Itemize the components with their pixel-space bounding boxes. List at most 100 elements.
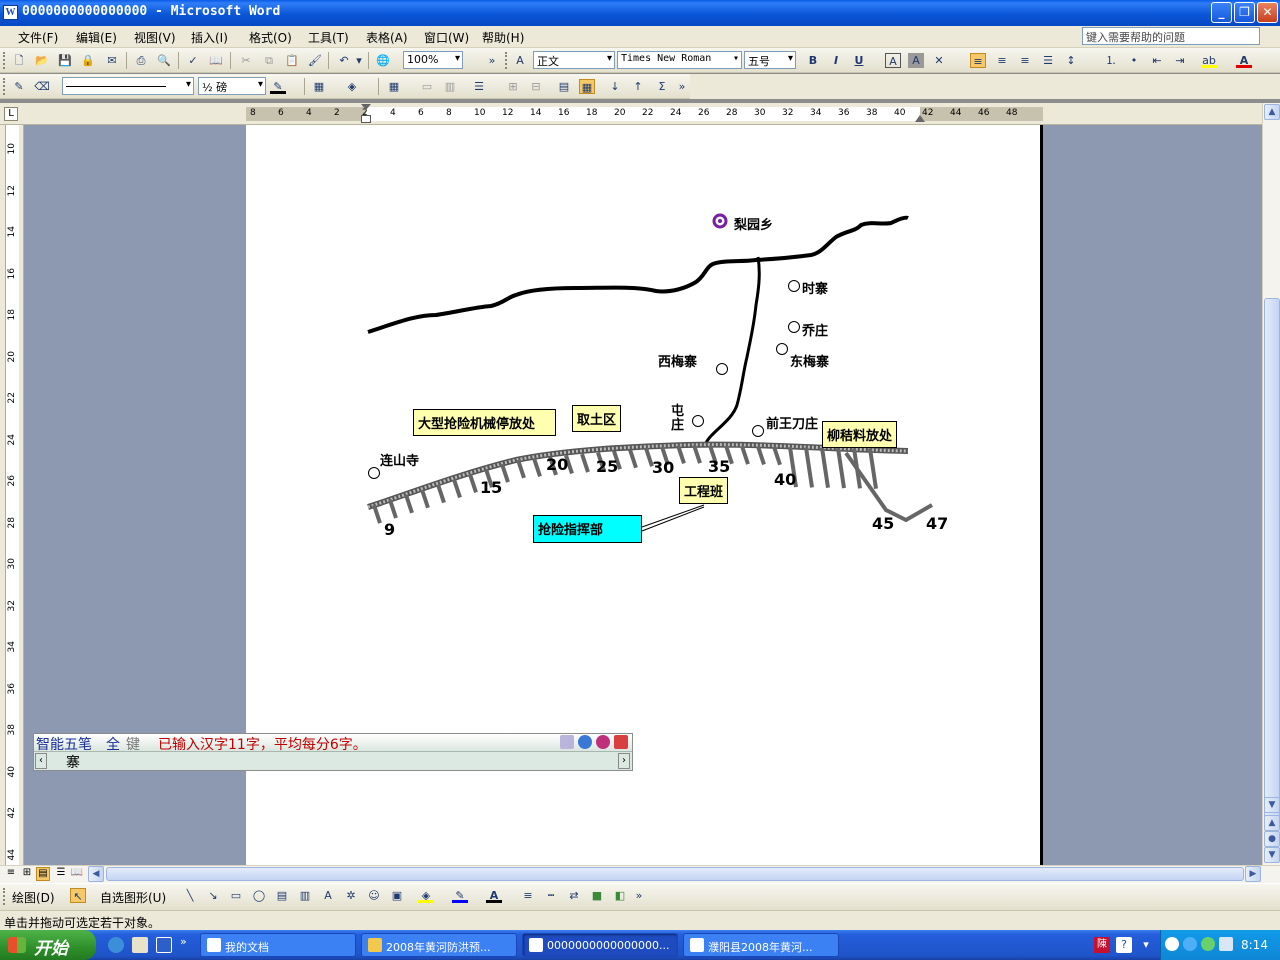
ime-mode[interactable]: 智能五笔	[36, 737, 92, 753]
desktop-quicklaunch-icon[interactable]	[132, 937, 148, 953]
task-word-document[interactable]: 0000000000000000...	[522, 933, 678, 957]
machinery-parking-box[interactable]: 大型抢险机械停放处	[413, 409, 556, 436]
increase-indent-icon[interactable]: ⇥	[1175, 54, 1185, 67]
volume-icon[interactable]	[1219, 937, 1233, 951]
engineering-team-box[interactable]: 工程班	[679, 477, 729, 504]
email-icon[interactable]: ✉	[107, 54, 117, 67]
ime-next-icon[interactable]: ›	[618, 753, 630, 769]
align-cell-icon[interactable]: ☰	[474, 80, 484, 93]
table-autoformat-icon[interactable]: ▤	[558, 80, 570, 93]
print-icon[interactable]: ⎙	[136, 54, 146, 67]
line-weight-select[interactable]: ½ 磅	[198, 77, 266, 95]
ime-full-width[interactable]: 全	[106, 737, 120, 753]
align-left-icon[interactable]: ≡	[970, 53, 986, 68]
ime-prev-icon[interactable]: ‹	[35, 753, 47, 769]
split-cells-icon[interactable]: ▥	[444, 80, 456, 93]
line-spacing-icon[interactable]: ↕	[1066, 54, 1076, 67]
next-page-icon[interactable]: ▼	[1264, 847, 1280, 863]
ime-dict-icon[interactable]	[596, 735, 610, 749]
char-scaling-icon[interactable]: ✕	[934, 54, 944, 67]
cut-icon[interactable]: ✂	[241, 54, 251, 67]
select-objects-icon[interactable]: ↖	[70, 888, 86, 903]
spelling-icon[interactable]: ✓	[188, 54, 198, 67]
web-view-icon[interactable]: ⊞	[22, 867, 32, 878]
left-indent-marker[interactable]	[361, 115, 371, 123]
minimize-button[interactable]: _	[1211, 2, 1232, 23]
previous-page-icon[interactable]: ▲	[1264, 815, 1280, 831]
map-drawing[interactable]	[246, 125, 1040, 865]
draw-font-color-icon[interactable]: A	[486, 888, 502, 903]
select-browse-object-icon[interactable]: ●	[1264, 831, 1280, 847]
bullets-icon[interactable]: •	[1130, 54, 1138, 67]
font-color-icon[interactable]: A	[1236, 53, 1252, 68]
hyperlink-icon[interactable]: 🌐	[376, 54, 390, 67]
network-icon[interactable]	[1183, 937, 1197, 951]
task-word-puyang[interactable]: 濮阳县2008年黄河...	[683, 933, 839, 957]
vertical-textbox-icon[interactable]: ▥	[299, 889, 311, 902]
print-preview-icon[interactable]: 🔍	[157, 54, 171, 67]
horizontal-scroll-thumb[interactable]	[106, 867, 1244, 881]
format-painter-icon[interactable]: 🖌	[308, 54, 322, 67]
save-icon[interactable]: 💾	[58, 54, 72, 67]
vertical-scroll-thumb[interactable]	[1264, 298, 1280, 823]
arrow-icon[interactable]: ↘	[208, 889, 218, 902]
dash-style-icon[interactable]: ┅	[547, 889, 555, 902]
shadow-style-icon[interactable]: ■	[591, 889, 603, 902]
scroll-down-icon[interactable]: ▼	[1264, 797, 1280, 813]
outline-view-icon[interactable]: ☰	[56, 867, 66, 878]
oval-icon[interactable]: ◯	[252, 889, 266, 902]
toolbar-grip[interactable]	[3, 52, 6, 69]
draw-table-icon[interactable]: ✎	[14, 80, 24, 93]
distribute-columns-icon[interactable]: ⊟	[531, 80, 541, 93]
paste-icon[interactable]: 📋	[285, 54, 299, 67]
highlight-icon[interactable]: ab	[1201, 54, 1217, 68]
decrease-indent-icon[interactable]: ⇤	[1152, 54, 1162, 67]
new-document-icon[interactable]: 🗋	[14, 54, 24, 67]
merge-cells-icon[interactable]: ▭	[421, 80, 433, 93]
restore-button[interactable]: ❐	[1234, 2, 1255, 23]
eraser-icon[interactable]: ⌫	[34, 80, 50, 93]
toolbar-grip[interactable]	[3, 78, 6, 95]
help-tray-icon[interactable]: ?	[1116, 937, 1132, 953]
rectangle-icon[interactable]: ▭	[230, 889, 242, 902]
tab-stop-selector[interactable]: L	[4, 107, 18, 121]
research-icon[interactable]: 📖	[209, 54, 223, 67]
toolbar-grip[interactable]	[505, 52, 508, 69]
numbering-icon[interactable]: ⒈	[1105, 54, 1117, 67]
menu-insert[interactable]: 插入(I)	[191, 31, 228, 45]
word-quicklaunch-icon[interactable]	[156, 937, 172, 953]
task-my-documents[interactable]: 我的文档	[200, 933, 356, 957]
autoshapes-menu[interactable]: 自选图形(U)	[100, 891, 167, 905]
menu-window[interactable]: 窗口(W)	[424, 31, 470, 45]
right-indent-marker[interactable]	[915, 115, 925, 122]
sort-descending-icon[interactable]: ↑	[633, 80, 643, 93]
command-post-box[interactable]: 抢险指挥部	[533, 515, 642, 543]
bold-icon[interactable]: B	[808, 54, 818, 67]
toolbar-grip[interactable]	[3, 888, 6, 905]
ime-tool-icon[interactable]	[560, 735, 574, 749]
align-center-icon[interactable]: ≡	[997, 54, 1007, 67]
outside-border-icon[interactable]: ▦	[313, 80, 325, 93]
line-color-icon[interactable]: ✎	[452, 888, 468, 903]
ime-tray-icon[interactable]: 陳	[1094, 937, 1110, 953]
menu-table[interactable]: 表格(A)	[366, 31, 408, 45]
toolbar-options-icon[interactable]: »	[678, 80, 686, 93]
clipart-icon[interactable]: ☺	[368, 889, 380, 902]
normal-view-icon[interactable]: ≡	[6, 867, 16, 878]
undo-dropdown-icon[interactable]: ▾	[356, 54, 362, 67]
open-icon[interactable]: 📂	[35, 54, 49, 67]
task-folder-2008[interactable]: 2008年黄河防洪预...	[361, 933, 517, 957]
ie-quicklaunch-icon[interactable]	[108, 937, 124, 953]
font-size-select[interactable]: 五号	[744, 51, 796, 69]
distribute-rows-icon[interactable]: ⊞	[508, 80, 518, 93]
show-gridlines-icon[interactable]: ▦	[579, 79, 595, 94]
horizontal-scrollbar[interactable]: ≡ ⊞ ▤ ☰ 📖 ◀ ▶	[0, 865, 1280, 883]
arrow-style-icon[interactable]: ⇄	[569, 889, 579, 902]
justify-icon[interactable]: ☰	[1043, 54, 1053, 67]
wordart-icon[interactable]: A	[324, 889, 332, 902]
undo-icon[interactable]: ↶	[339, 54, 349, 67]
diagram-icon[interactable]: ✲	[346, 889, 356, 902]
line-icon[interactable]: ╲	[186, 889, 194, 902]
line-style-select[interactable]	[62, 77, 194, 95]
